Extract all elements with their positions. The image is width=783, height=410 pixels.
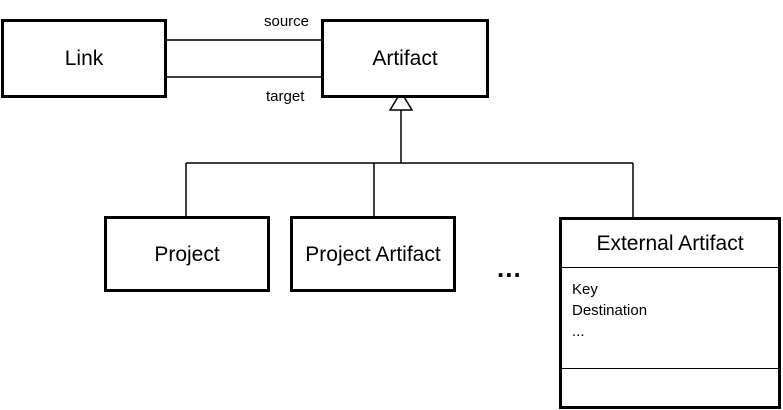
project-box[interactable]: Project	[104, 216, 270, 292]
link-box-label: Link	[64, 47, 104, 70]
external-artifact-name: External Artifact	[596, 231, 744, 255]
attribute-item: Destination	[572, 302, 648, 319]
artifact-box[interactable]: Artifact	[321, 19, 489, 98]
project-artifact-box-label: Project Artifact	[305, 242, 441, 266]
link-box[interactable]: Link	[1, 19, 167, 98]
target-label: target	[266, 88, 305, 105]
artifact-box-label: Artifact	[372, 47, 438, 70]
more-subclasses-indicator: ...	[497, 253, 522, 283]
project-box-label: Project	[154, 242, 220, 266]
project-artifact-box[interactable]: Project Artifact	[290, 216, 456, 292]
attribute-item: ...	[572, 323, 585, 340]
source-label: source	[264, 13, 310, 30]
external-artifact-operations	[562, 368, 778, 406]
attribute-item: Key	[572, 281, 598, 298]
